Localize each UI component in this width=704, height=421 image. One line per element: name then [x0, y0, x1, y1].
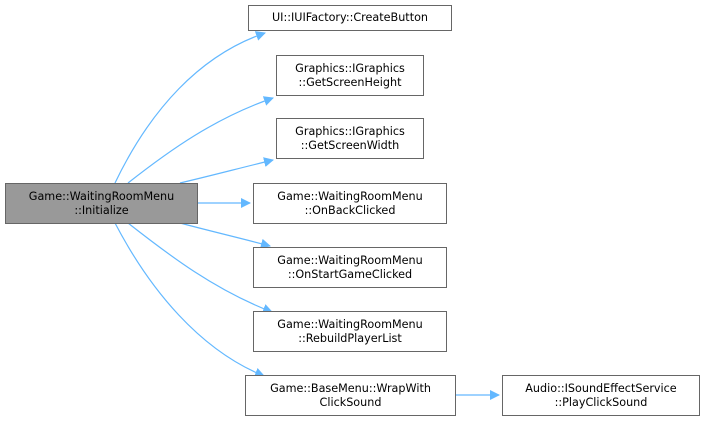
edge-initialize-to-create-button: [114, 31, 266, 184]
node-on-start-game-clicked[interactable]: Game::WaitingRoomMenu ::OnStartGameClick…: [253, 247, 447, 288]
node-label-line: Graphics::IGraphics: [295, 124, 405, 138]
node-label-line: Graphics::IGraphics: [295, 61, 405, 75]
node-label-line: ClickSound: [319, 395, 382, 409]
node-label-line: UI::IUIFactory::CreateButton: [271, 11, 429, 24]
node-label-line: Game::WaitingRoomMenu: [28, 189, 175, 203]
node-label-line: ::OnBackClicked: [304, 203, 396, 217]
edge-initialize-to-on-start-game-clicked: [179, 222, 271, 249]
node-label-line: ::GetScreenHeight: [298, 75, 402, 89]
node-label-line: Game::WaitingRoomMenu: [277, 189, 423, 203]
node-label-line: ::Initialize: [74, 203, 129, 217]
node-create-button[interactable]: UI::IUIFactory::CreateButton: [248, 5, 452, 31]
node-label-line: ::OnStartGameClicked: [287, 267, 413, 281]
node-label-line: Audio::ISoundEffectService: [525, 381, 677, 395]
node-on-back-clicked[interactable]: Game::WaitingRoomMenu ::OnBackClicked: [253, 183, 447, 224]
node-label-line: ::GetScreenWidth: [300, 138, 400, 152]
node-wrap-with-click-sound[interactable]: Game::BaseMenu::WrapWith ClickSound: [245, 375, 456, 416]
node-play-click-sound[interactable]: Audio::ISoundEffectService ::PlayClickSo…: [502, 375, 700, 416]
node-label-line: Game::WaitingRoomMenu: [277, 253, 423, 267]
node-label-line: ::RebuildPlayerList: [298, 331, 402, 345]
node-label-line: ::PlayClickSound: [554, 395, 648, 409]
edge-initialize-to-wrap-with-click-sound: [114, 222, 265, 378]
edge-initialize-to-rebuild-player-list: [127, 222, 273, 314]
node-get-screen-height[interactable]: Graphics::IGraphics ::GetScreenHeight: [276, 55, 424, 96]
node-label-line: Game::BaseMenu::WrapWith: [270, 381, 431, 395]
edge-initialize-to-get-screen-width: [179, 157, 274, 184]
edge-initialize-to-get-screen-height: [127, 96, 274, 184]
node-get-screen-width[interactable]: Graphics::IGraphics ::GetScreenWidth: [276, 118, 424, 159]
node-initialize[interactable]: Game::WaitingRoomMenu ::Initialize: [5, 183, 198, 224]
node-rebuild-player-list[interactable]: Game::WaitingRoomMenu ::RebuildPlayerLis…: [253, 311, 447, 352]
node-label-line: Game::WaitingRoomMenu: [277, 317, 423, 331]
